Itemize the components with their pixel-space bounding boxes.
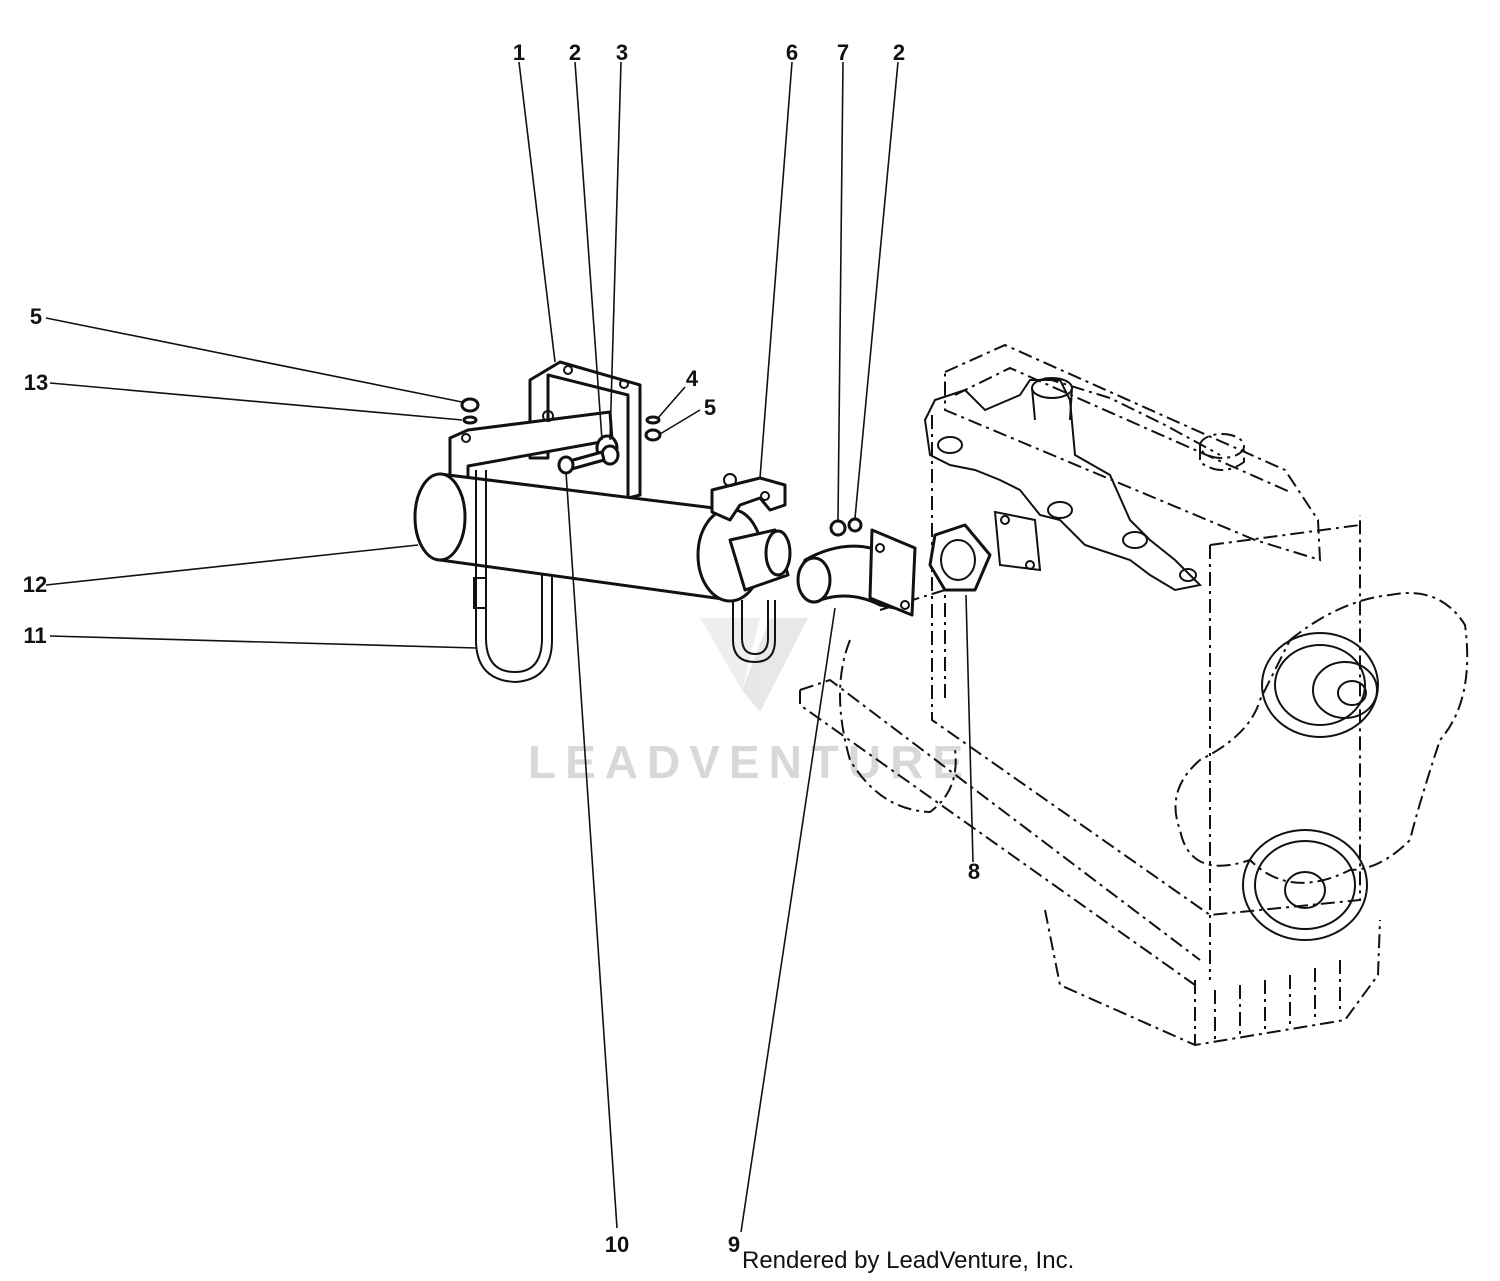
callout-12: 12 <box>23 572 47 597</box>
callout-5: 5 <box>30 304 42 329</box>
footer-credit: Rendered by LeadVenture, Inc. <box>742 1247 1075 1274</box>
callout-9: 9 <box>728 1232 740 1257</box>
callout-10: 10 <box>605 1232 629 1257</box>
callout-5-right: 5 <box>704 395 716 420</box>
callout-13: 13 <box>24 370 48 395</box>
exhaust-elbow <box>796 528 917 617</box>
exhaust-manifold <box>923 377 1203 592</box>
callout-numbers: 1 2 3 6 7 2 5 13 4 5 12 11 8 10 9 <box>23 40 980 1257</box>
callout-2-right: 2 <box>893 40 905 65</box>
flange-gasket <box>928 523 992 592</box>
muffler <box>413 472 792 603</box>
callout-6: 6 <box>786 40 798 65</box>
u-bolt-clamps <box>473 470 776 684</box>
callout-4: 4 <box>686 366 699 391</box>
callout-3: 3 <box>616 40 628 65</box>
callout-7: 7 <box>837 40 849 65</box>
leader-lines <box>45 61 974 1233</box>
callout-11: 11 <box>23 623 46 648</box>
engine-outline <box>799 343 1469 1047</box>
watermark-logo <box>700 618 808 712</box>
callout-1: 1 <box>513 40 525 65</box>
watermark-text: LEADVENTURE <box>528 736 972 788</box>
callout-2: 2 <box>569 40 581 65</box>
callout-8: 8 <box>968 859 980 884</box>
mounting-bracket <box>448 360 642 500</box>
muffler-clamp <box>710 473 787 522</box>
fasteners <box>460 397 863 537</box>
